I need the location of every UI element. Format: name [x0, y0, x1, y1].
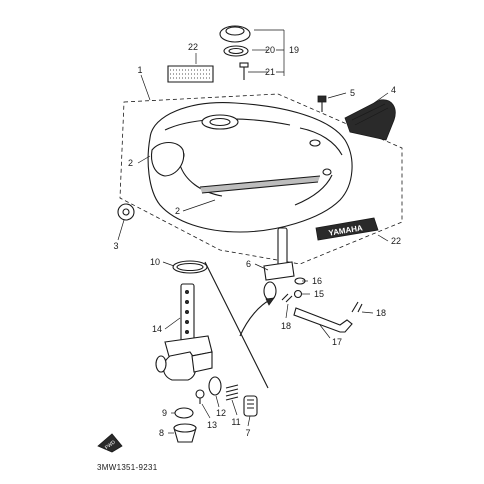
reference-arrow [239, 299, 271, 337]
screw-part-13 [195, 389, 205, 404]
callout-16: 16 [312, 276, 322, 286]
reference-arrowhead [265, 297, 275, 306]
callout-5: 5 [350, 88, 355, 98]
cap-screw [239, 62, 249, 80]
screw-part-15 [293, 289, 303, 299]
callout-12: 12 [216, 408, 226, 418]
callout-6: 6 [246, 259, 251, 269]
fuel-cock-part-6 [263, 227, 295, 301]
yamaha-emblem-part-22: YAMAHA [315, 217, 379, 241]
fuel-hose-part-17 [293, 307, 353, 333]
side-emblem-part-2 [150, 141, 185, 177]
grommet-part-3 [117, 203, 135, 221]
callout-11: 11 [231, 417, 240, 427]
spring-part-11 [225, 384, 239, 401]
decal-part-22-top [167, 65, 214, 83]
callout-15: 15 [314, 289, 324, 299]
callout-22-top: 22 [188, 42, 198, 52]
callout-13: 13 [207, 420, 217, 430]
fwd-label: FWD [104, 439, 117, 451]
rear-pad-part-4 [344, 99, 396, 141]
forward-arrow-icon: FWD [97, 433, 123, 453]
callout-17: 17 [332, 337, 342, 347]
callout-2-upper: 2 [128, 158, 133, 168]
o-ring-part-12 [208, 376, 222, 396]
callout-8: 8 [159, 428, 164, 438]
clip-part-18-left [281, 293, 293, 303]
callout-10: 10 [150, 257, 160, 267]
callout-2-lower: 2 [175, 206, 180, 216]
fuel-cap [219, 25, 251, 43]
callout-19: 19 [289, 45, 299, 55]
drain-screw-part-7 [243, 395, 258, 417]
bracket-line [204, 261, 269, 389]
tank-assembly-boundary [119, 93, 403, 265]
callout-4: 4 [391, 85, 396, 95]
fuel-cock-part-14 [155, 283, 213, 381]
o-ring-part-10 [172, 260, 208, 274]
callout-22-right: 22 [391, 236, 401, 246]
drawing-code: 3MW1351-9231 [97, 463, 158, 472]
bolt-part-5 [317, 95, 327, 112]
cap-gasket [223, 45, 249, 57]
callout-18-left: 18 [281, 321, 291, 331]
clip-part-18-right [351, 301, 363, 313]
leader-lines [117, 29, 389, 434]
callout-7: 7 [245, 428, 250, 438]
callout-14: 14 [152, 324, 162, 334]
callout-21: 21 [265, 67, 275, 77]
callout-18-right: 18 [376, 308, 386, 318]
callout-9: 9 [162, 408, 167, 418]
callout-1: 1 [137, 65, 142, 75]
gasket-part-9 [174, 407, 194, 419]
callout-3: 3 [113, 241, 118, 251]
sediment-cup-part-8 [173, 423, 197, 443]
callout-20: 20 [265, 45, 275, 55]
